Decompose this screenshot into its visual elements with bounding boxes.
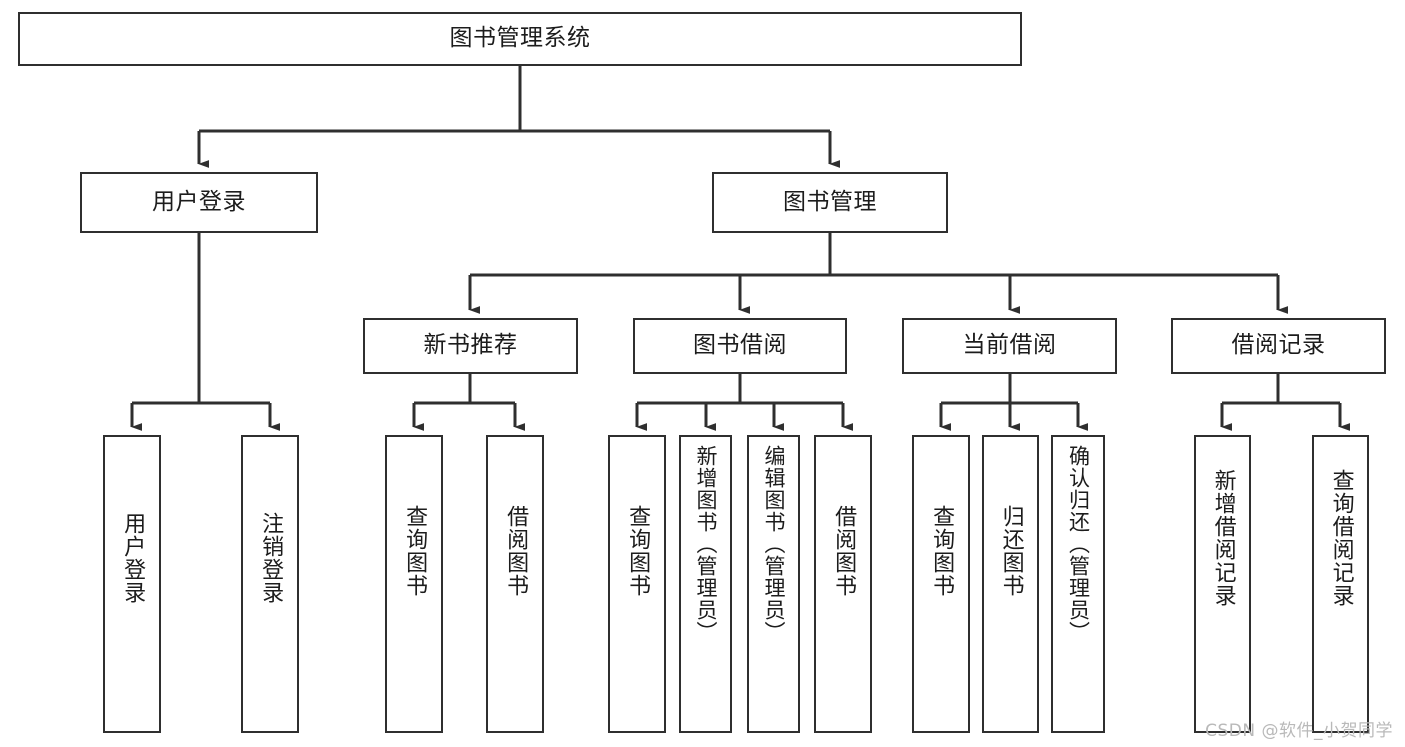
node-leaf-borrow-book-1-label: 借阅图书 <box>503 505 529 597</box>
node-leaf-add-record[interactable]: 新增借阅记录 <box>1194 435 1251 733</box>
csdn-watermark: CSDN @软件_小贺同学 <box>1205 721 1393 741</box>
node-book-manage[interactable]: 图书管理 <box>712 172 948 233</box>
node-user-login[interactable]: 用户登录 <box>80 172 318 233</box>
node-leaf-borrow-book-2[interactable]: 借阅图书 <box>814 435 872 733</box>
node-leaf-logout[interactable]: 注销登录 <box>241 435 299 733</box>
node-leaf-user-login[interactable]: 用户登录 <box>103 435 161 733</box>
node-user-login-label: 用户登录 <box>152 188 246 215</box>
node-leaf-add-book-label: 新增图书（管理员） <box>693 445 718 643</box>
node-leaf-borrow-book-2-label: 借阅图书 <box>831 505 857 597</box>
node-leaf-query-book-3[interactable]: 查询图书 <box>912 435 970 733</box>
node-leaf-return-book-label: 归还图书 <box>998 505 1024 597</box>
node-current-borrow[interactable]: 当前借阅 <box>902 318 1117 374</box>
node-leaf-edit-book[interactable]: 编辑图书（管理员） <box>747 435 800 733</box>
node-borrow-record[interactable]: 借阅记录 <box>1171 318 1386 374</box>
node-leaf-confirm-return-label: 确认归还（管理员） <box>1066 445 1091 643</box>
node-leaf-query-book-2-label: 查询图书 <box>625 505 651 597</box>
node-leaf-add-record-label: 新增借阅记录 <box>1210 469 1236 607</box>
node-new-book-rec[interactable]: 新书推荐 <box>363 318 578 374</box>
node-leaf-query-book-3-label: 查询图书 <box>929 505 955 597</box>
node-leaf-return-book[interactable]: 归还图书 <box>982 435 1039 733</box>
node-new-book-rec-label: 新书推荐 <box>423 332 518 359</box>
node-leaf-logout-label: 注销登录 <box>258 512 284 604</box>
node-leaf-borrow-book-1[interactable]: 借阅图书 <box>486 435 544 733</box>
node-leaf-query-book-2[interactable]: 查询图书 <box>608 435 666 733</box>
node-book-borrow[interactable]: 图书借阅 <box>633 318 847 374</box>
node-leaf-confirm-return[interactable]: 确认归还（管理员） <box>1051 435 1105 733</box>
node-root-label: 图书管理系统 <box>449 25 591 52</box>
node-leaf-query-book-1[interactable]: 查询图书 <box>385 435 443 733</box>
node-book-manage-label: 图书管理 <box>783 188 877 215</box>
node-leaf-query-record-label: 查询借阅记录 <box>1328 469 1354 607</box>
node-borrow-record-label: 借阅记录 <box>1231 332 1326 359</box>
node-book-borrow-label: 图书借阅 <box>693 332 787 359</box>
node-leaf-query-book-1-label: 查询图书 <box>402 505 428 597</box>
node-leaf-user-login-label: 用户登录 <box>120 512 146 604</box>
node-leaf-add-book[interactable]: 新增图书（管理员） <box>679 435 732 733</box>
node-leaf-query-record[interactable]: 查询借阅记录 <box>1312 435 1369 733</box>
node-root[interactable]: 图书管理系统 <box>18 12 1022 66</box>
node-leaf-edit-book-label: 编辑图书（管理员） <box>761 445 786 643</box>
node-current-borrow-label: 当前借阅 <box>962 332 1057 359</box>
